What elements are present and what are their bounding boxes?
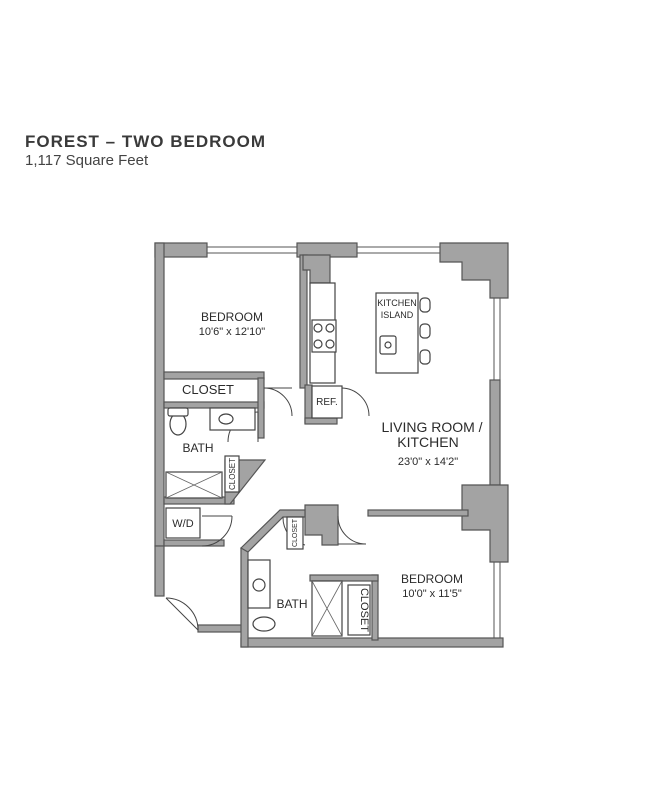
wall-bedroom1-right [299, 254, 308, 389]
stool-icon [419, 349, 431, 365]
wall-right-mid [489, 379, 501, 486]
wall-ref-bottom [304, 417, 338, 425]
island-label-line2: ISLAND [381, 310, 414, 320]
closet-small2-box [286, 516, 304, 550]
door-bedroom1 [263, 387, 293, 417]
washer-dryer-box [165, 507, 201, 539]
kitchen-fixtures [309, 282, 431, 419]
wall-bottom-left [197, 624, 243, 633]
exterior-walls [154, 242, 509, 648]
wall-top-right-column [439, 242, 509, 299]
doors [165, 387, 370, 631]
wall-bath2-top [309, 574, 379, 582]
wall-left-lower [154, 545, 165, 597]
room-labels: BEDROOM 10'6" x 12'10" CLOSET BATH CLOSE… [172, 298, 482, 632]
wall-wd-bottom [163, 539, 225, 547]
plan-subtitle: 1,117 Square Feet [25, 152, 149, 169]
closet-small1-label: CLOSET [228, 458, 237, 490]
wall-closet2-right [371, 574, 379, 641]
wall-right-column [461, 484, 509, 563]
door-ref [340, 387, 370, 417]
bedroom1-label: BEDROOM [201, 310, 263, 324]
bath2-label: BATH [276, 597, 307, 611]
closet-small1-box [224, 455, 240, 493]
bath1-label: BATH [182, 441, 213, 455]
bath2-fixtures [247, 516, 371, 637]
door-bedroom2 [337, 515, 367, 545]
plan-title: FOREST – TWO BEDROOM [25, 132, 266, 151]
door-wd [201, 515, 233, 547]
living-label-line2: KITCHEN [397, 434, 458, 450]
closet2-label: CLOSET [358, 588, 370, 632]
living-label-line1: LIVING ROOM / [381, 419, 482, 435]
kitchen-island [375, 292, 419, 374]
wall-bath1-right [257, 377, 265, 439]
stool-icon [419, 297, 431, 313]
door-entry [165, 597, 199, 631]
ref-label: REF. [316, 397, 338, 408]
closet1-label: CLOSET [182, 382, 234, 397]
interior-walls [163, 254, 469, 641]
living-dims: 23'0" x 14'2" [398, 456, 458, 468]
wall-bedroom2-diagonal [240, 509, 306, 553]
bedroom1-dims: 10'6" x 12'10" [199, 326, 266, 338]
wall-closet1-top [163, 371, 265, 380]
closet-small2-label: CLOSET [292, 518, 299, 547]
wall-bath2-left [240, 547, 249, 648]
bedroom2-label: BEDROOM [401, 572, 463, 586]
toilet2-icon [252, 616, 276, 632]
closet2-box [347, 584, 371, 636]
wall-bedroom2-top [367, 509, 469, 517]
island-label-line1: KITCHEN [377, 298, 417, 308]
wall-closet1-bottom [163, 401, 265, 409]
refrigerator-icon [311, 385, 343, 419]
bedroom2-dims: 10'0" x 11'5" [402, 588, 462, 600]
wd-label: W/D [172, 518, 193, 530]
bath1-fixtures [165, 407, 256, 499]
wall-left-upper [154, 242, 165, 547]
wall-closet2-column [304, 504, 339, 546]
stool-icon [419, 323, 431, 339]
wall-ref-left [304, 384, 313, 424]
